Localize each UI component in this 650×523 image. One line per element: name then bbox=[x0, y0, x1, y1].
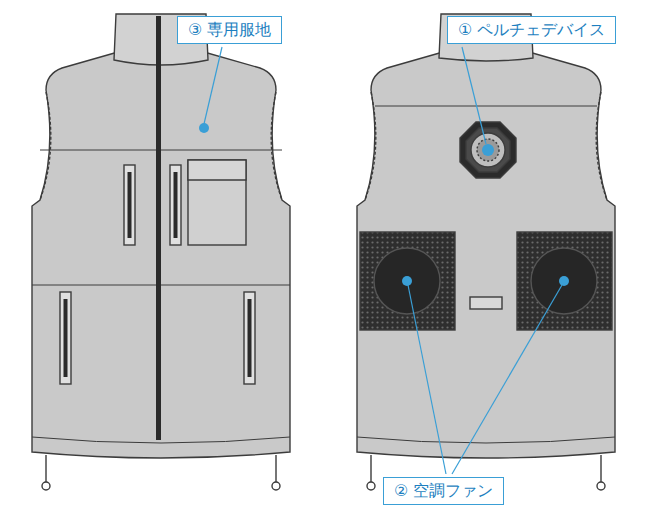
callout-label: ③ 専用服地 bbox=[188, 20, 271, 40]
callout-box: ① ペルチェデバイス bbox=[447, 16, 616, 44]
callout-label: ② 空調ファン bbox=[394, 481, 493, 501]
callout-dot bbox=[559, 276, 569, 286]
leader-line bbox=[408, 285, 446, 474]
front-vest bbox=[32, 14, 290, 490]
callout-dot bbox=[199, 123, 209, 133]
callout-dot bbox=[482, 144, 494, 156]
callout-label: ① ペルチェデバイス bbox=[458, 20, 605, 40]
callout-box: ③ 専用服地 bbox=[177, 16, 282, 44]
leader-line bbox=[452, 285, 562, 474]
leader-line bbox=[204, 47, 222, 124]
back-vest bbox=[357, 14, 615, 490]
leader-line bbox=[462, 47, 486, 144]
callout-box: ② 空調ファン bbox=[383, 477, 504, 505]
callout-dot bbox=[402, 276, 412, 286]
